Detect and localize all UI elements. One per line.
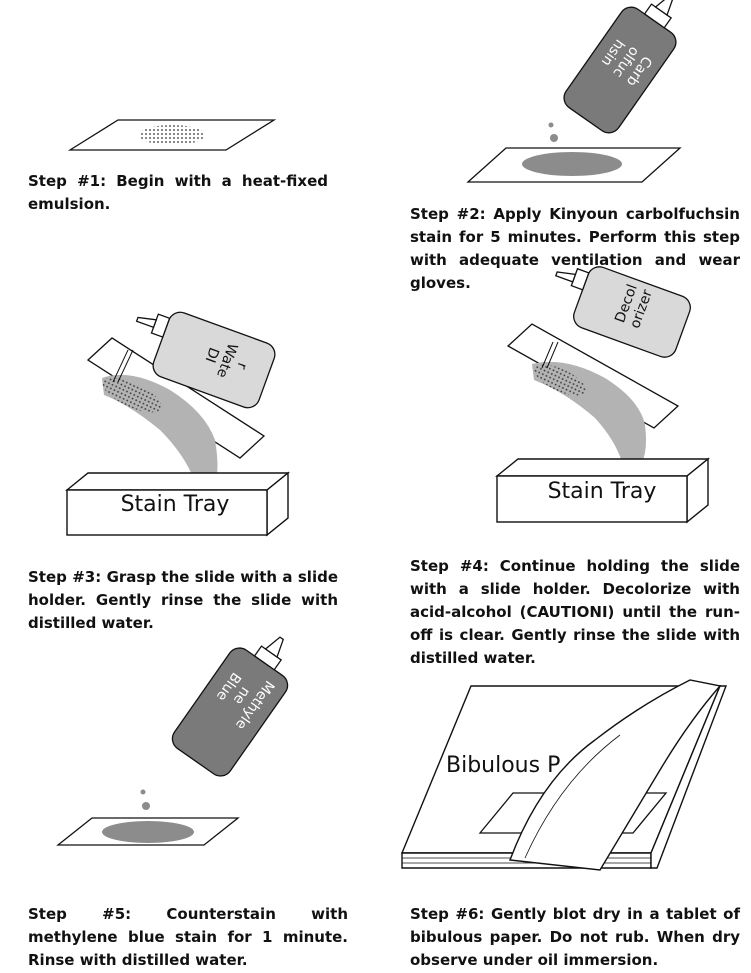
stain-tray-label: Stain Tray [548, 479, 657, 504]
stain-tray-step-4: Stain Tray [497, 459, 708, 522]
step-5-drop [142, 802, 150, 810]
step-1-illustration [70, 120, 274, 150]
bibulous-paper-label: Bibulous P [446, 753, 560, 778]
step-3-illustration: DIWater Stain Tray [67, 299, 288, 535]
step-1-heat-fixed-emulsion [139, 125, 205, 145]
step-5-stain-puddle [102, 821, 194, 843]
stain-tray-label: Stain Tray [121, 492, 230, 517]
step-4-caption: Step #4: Continue holding the slide with… [410, 555, 740, 670]
carbolfuchsin-bottle: Carbolfuchsin [559, 0, 697, 138]
step-5-illustration: MethyleneBlue [58, 619, 309, 845]
step-2-illustration: Carbolfuchsin [468, 0, 698, 182]
step-6-illustration: Bibulous P [402, 680, 726, 870]
step-6-caption: Step #6: Gently blot dry in a tablet of … [410, 903, 740, 972]
step-5-drop [141, 790, 146, 795]
step-5-caption: Step #5: Counterstain with methylene blu… [28, 903, 348, 972]
step-1-caption: Step #1: Begin with a heat-fixed emulsio… [28, 170, 328, 216]
step-2-caption: Step #2: Apply Kinyoun carbolfuchsin sta… [410, 203, 740, 295]
step-3-caption: Step #3: Grasp the slide with a slide ho… [28, 566, 338, 635]
step-2-drop [549, 123, 554, 128]
methylene-blue-bottle: MethyleneBlue [168, 619, 310, 781]
step-2-stain-puddle [522, 152, 622, 176]
stain-tray-step-3: Stain Tray [67, 473, 288, 535]
step-2-drop [550, 134, 558, 142]
